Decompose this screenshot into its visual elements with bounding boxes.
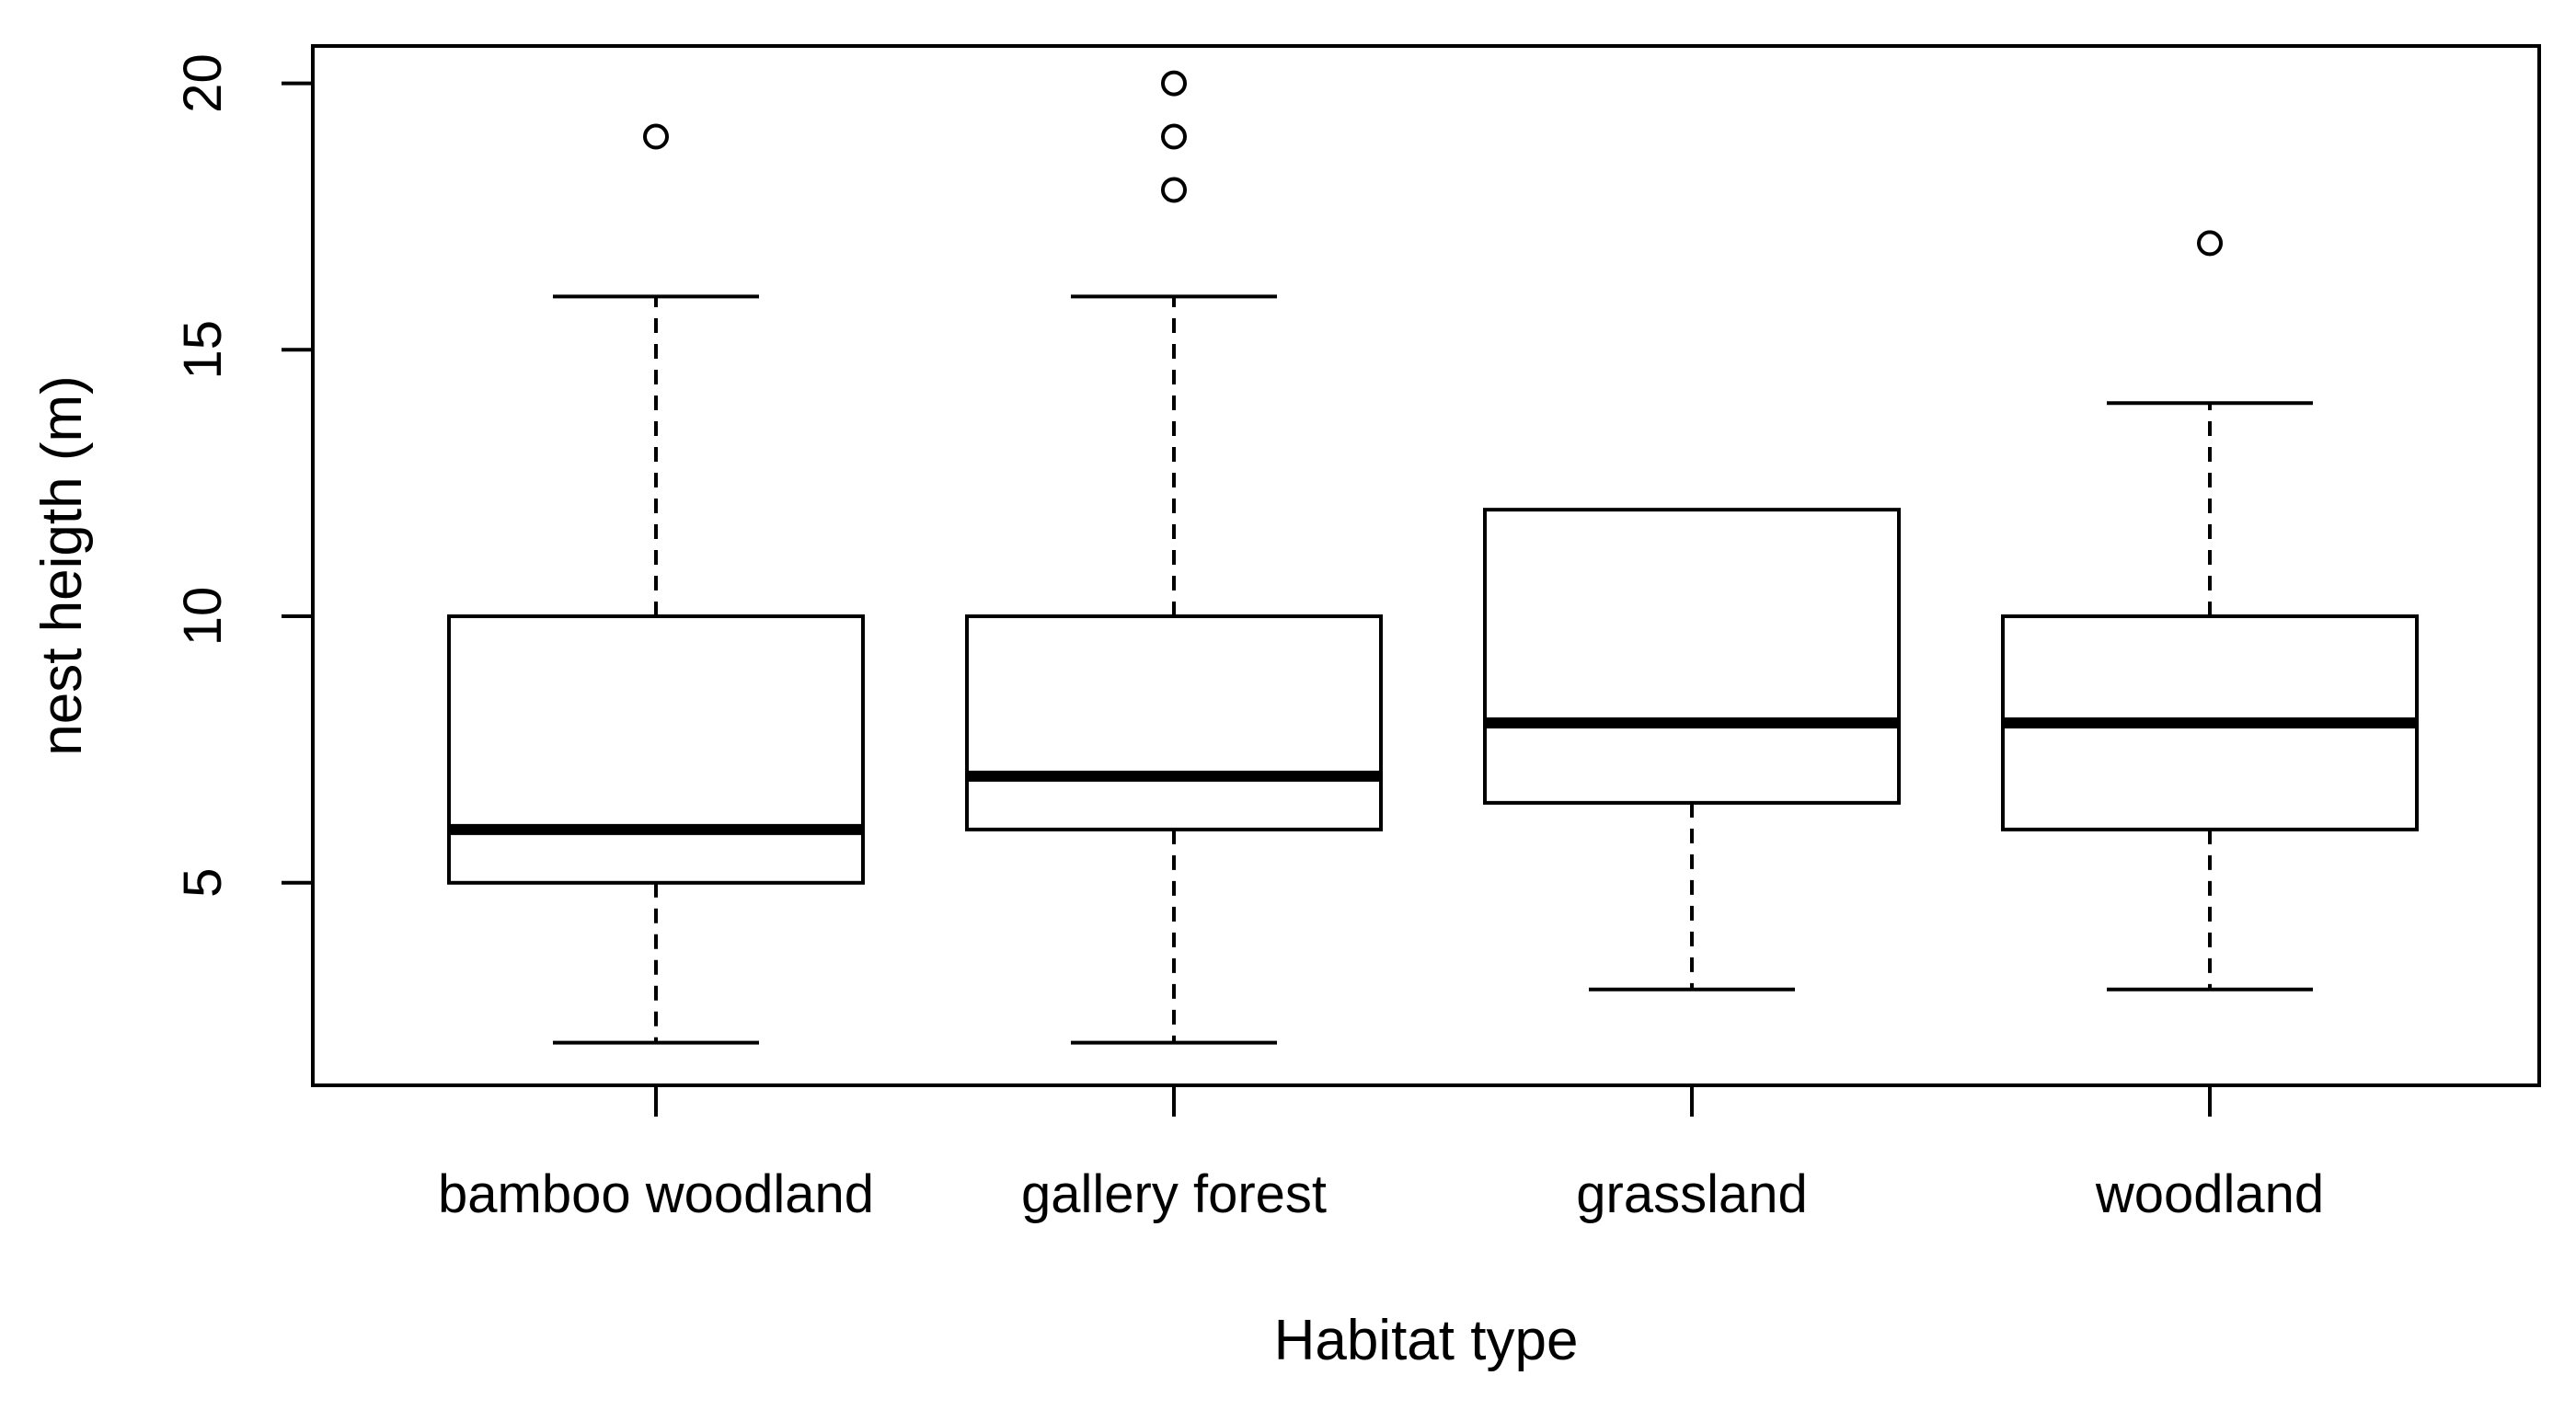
y-tick-label: 5 bbox=[173, 868, 233, 898]
x-tick-label: gallery forest bbox=[1021, 1164, 1327, 1224]
y-tick-label: 20 bbox=[173, 53, 233, 113]
y-tick-label: 15 bbox=[173, 320, 233, 380]
box-bamboo-woodland bbox=[447, 123, 865, 1045]
iqr-box bbox=[447, 614, 865, 885]
boxes-layer bbox=[447, 70, 2419, 1045]
iqr-box bbox=[1483, 508, 1901, 805]
x-tick-label: grassland bbox=[1576, 1164, 1807, 1224]
x-axis: bamboo woodland gallery forest grassland wo… bbox=[438, 1085, 2324, 1224]
y-tick-label: 10 bbox=[173, 587, 233, 647]
outlier-point bbox=[2197, 230, 2223, 257]
outlier-point bbox=[1161, 177, 1187, 203]
x-tick-label: bamboo woodland bbox=[438, 1164, 874, 1224]
x-tick-label: woodland bbox=[2095, 1164, 2324, 1224]
x-axis-title: Habitat type bbox=[1274, 1309, 1579, 1372]
y-axis: 5 10 15 20 bbox=[173, 53, 315, 898]
plot-frame bbox=[311, 44, 2541, 1087]
outlier-point bbox=[1161, 123, 1187, 150]
iqr-box bbox=[965, 614, 1383, 831]
outlier-point bbox=[643, 123, 669, 150]
y-axis-title: nest heigth (m) bbox=[30, 375, 94, 756]
box-woodland bbox=[2001, 230, 2419, 992]
box-gallery-forest bbox=[965, 70, 1383, 1045]
outlier-point bbox=[1161, 70, 1187, 97]
box-grassland bbox=[1483, 508, 1901, 992]
